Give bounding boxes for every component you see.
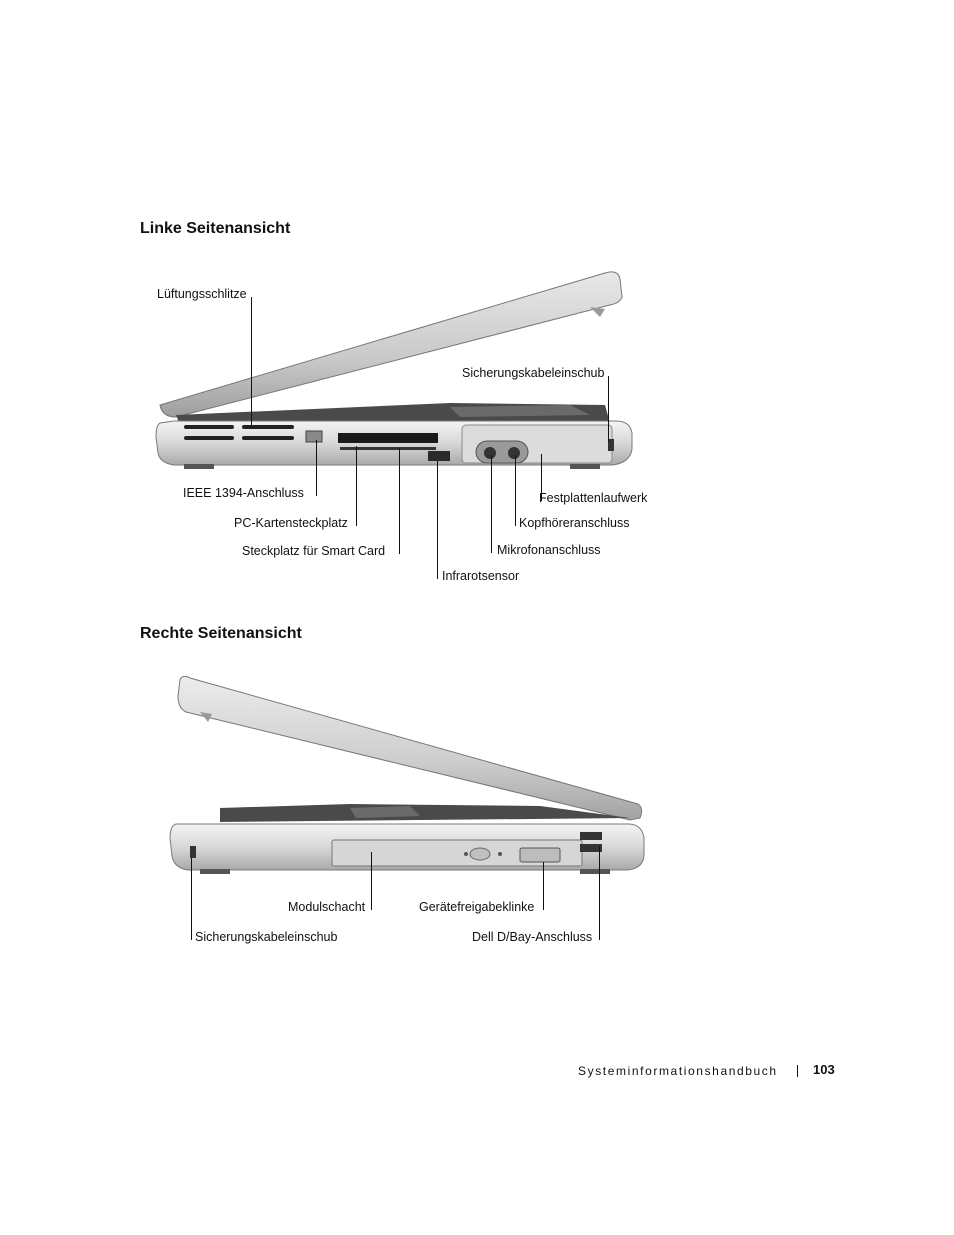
right-view-heading: Rechte Seitenansicht xyxy=(140,625,302,642)
release-latch-label: Gerätefreigabeklinke xyxy=(419,900,535,914)
vents-label: Lüftungsschlitze xyxy=(157,287,247,301)
hard-drive-leader-line xyxy=(541,454,542,501)
page-number: 103 xyxy=(813,1062,835,1077)
vents-leader-line xyxy=(251,297,252,428)
security-slot-leader-line xyxy=(608,376,609,442)
release-latch-leader-line xyxy=(543,862,544,910)
headphone-leader-line xyxy=(515,455,516,526)
microphone-leader-line xyxy=(491,455,492,553)
left-view-heading: Linke Seitenansicht xyxy=(140,220,291,237)
infrared-leader-line xyxy=(437,461,438,579)
smart-card-label: Steckplatz für Smart Card xyxy=(242,544,386,558)
module-bay-leader-line xyxy=(371,852,372,910)
infrared-label: Infrarotsensor xyxy=(442,569,520,583)
module-bay-label: Modulschacht xyxy=(288,900,366,914)
hard-drive-label: Festplattenlaufwerk xyxy=(539,491,648,505)
microphone-label: Mikrofonanschluss xyxy=(497,543,601,557)
security-slot-label: Sicherungskabeleinschub xyxy=(462,366,605,380)
pc-card-leader-line xyxy=(356,446,357,526)
footer-separator xyxy=(797,1065,798,1077)
dbay-label: Dell D/Bay-Anschluss xyxy=(472,930,593,944)
right-security-slot-leader-line xyxy=(191,858,192,940)
ieee1394-label: IEEE 1394-Anschluss xyxy=(183,486,304,500)
smart-card-leader-line xyxy=(399,448,400,554)
headphone-label: Kopfhöreranschluss xyxy=(519,516,630,530)
laptop-right-side-illustration xyxy=(169,675,645,874)
dbay-leader-line xyxy=(599,846,600,940)
footer-title: Systeminformationshandbuch xyxy=(578,1064,778,1078)
ieee1394-leader-line xyxy=(316,440,317,496)
pc-card-label: PC-Kartensteckplatz xyxy=(234,516,348,530)
right-security-slot-label: Sicherungskabeleinschub xyxy=(195,930,338,944)
